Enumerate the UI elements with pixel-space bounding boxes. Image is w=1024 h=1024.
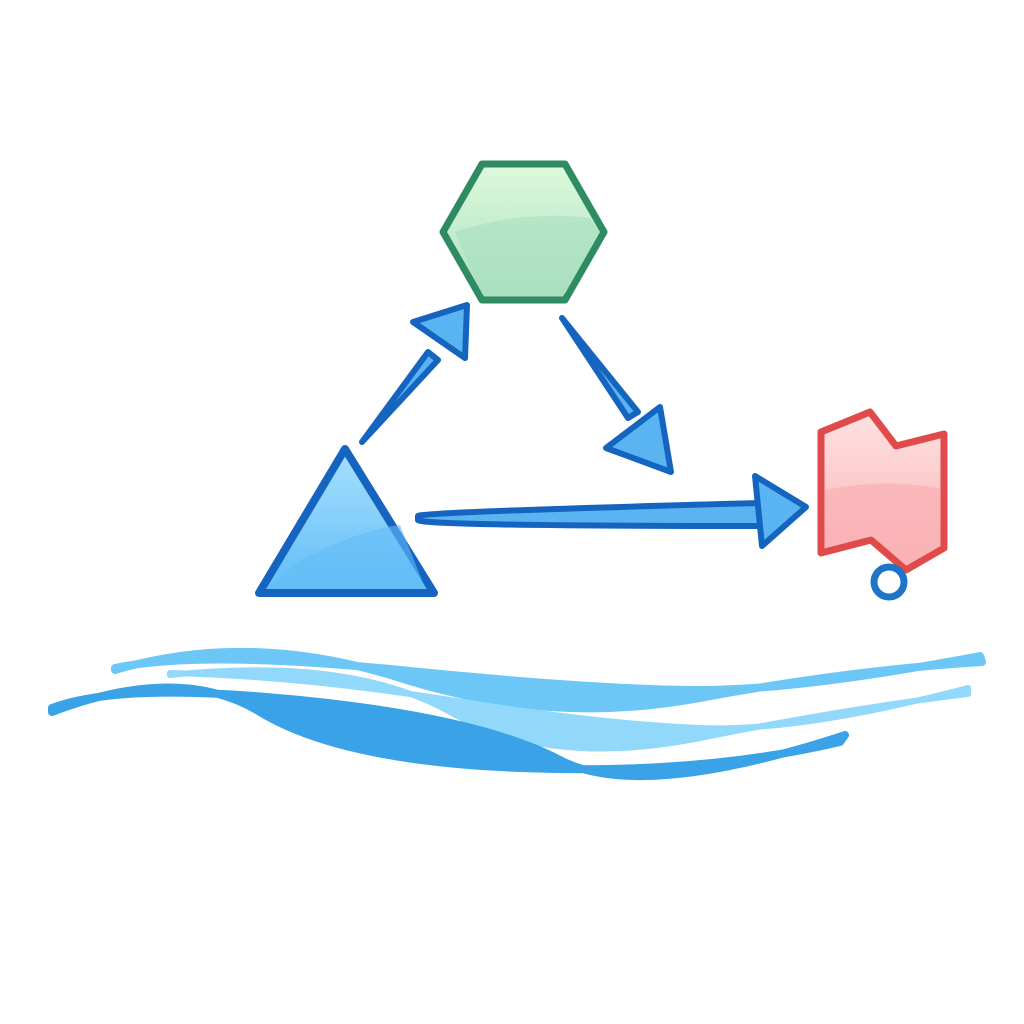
arrow-shaft: [559, 315, 641, 421]
arrow-shaft: [359, 349, 441, 445]
triangle-highlight: [268, 525, 425, 588]
ring-icon: [870, 563, 908, 601]
triangle-node: [255, 445, 438, 597]
flag-highlight: [825, 483, 940, 565]
arrowhead-icon: [410, 302, 470, 361]
hexagon-highlight: [455, 215, 600, 294]
arrow-triangle-to-flag: [415, 473, 809, 549]
wave-bottom: [48, 683, 849, 781]
wave-middle: [167, 667, 971, 752]
flag-node: [817, 408, 948, 601]
hexagon-node: [439, 160, 608, 304]
arrowhead-icon: [752, 473, 809, 549]
waves: [48, 647, 986, 781]
arrow-triangle-to-hexagon: [359, 302, 470, 445]
arrow-shaft: [415, 500, 763, 529]
arrowhead-icon: [603, 404, 674, 475]
wave-top: [111, 647, 986, 713]
arrow-hexagon-to-flag: [559, 315, 674, 475]
